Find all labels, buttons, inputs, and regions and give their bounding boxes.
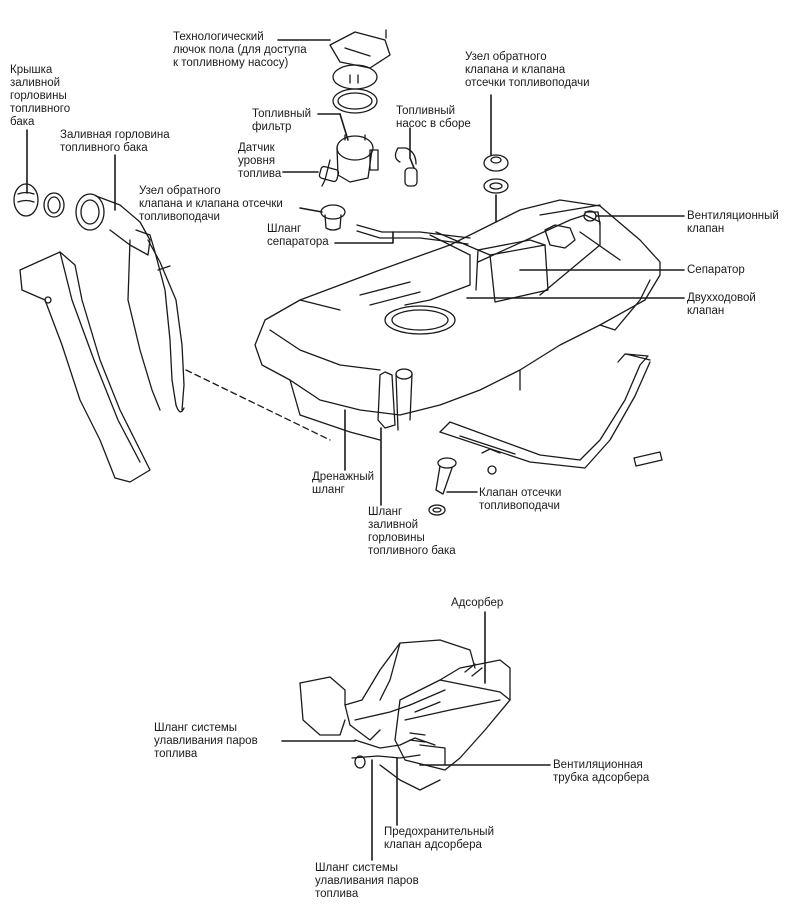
- label-fuel-filter: Топливный фильтр: [252, 108, 312, 133]
- label-vapor-hose-left: Шланг системы улавливания паров топлива: [154, 722, 258, 760]
- fuel-pump-assy-drawing: [394, 147, 418, 187]
- bolt-drawing: [481, 448, 663, 475]
- label-drain-hose: Дренажный шланг: [312, 471, 375, 496]
- label-filler-hose: Шланг заливной горловины топливного бака: [368, 506, 456, 557]
- label-two-way-valve: Двухходовой клапан: [687, 292, 756, 317]
- label-canister-vent-tube: Вентиляционная трубка адсорбера: [553, 759, 650, 784]
- heat-shield-drawing: [19, 251, 151, 483]
- fuel-tank-drawing: [254, 199, 661, 441]
- leader-lines: [26, 39, 685, 861]
- filler-cap-drawing: [13, 183, 65, 218]
- fuel-cutoff-valve-drawing: [428, 457, 457, 516]
- label-fuel-level-sensor: Датчик уровня топлива: [238, 142, 282, 180]
- label-canister-safety-valve: Предохранительный клапан адсорбера: [384, 826, 494, 851]
- label-vapor-hose-bottom: Шланг системы улавливания паров топлива: [315, 862, 419, 900]
- label-service-hatch: Технологический лючок пола (для доступа …: [173, 31, 307, 69]
- service-hatch-drawing: [329, 29, 391, 114]
- top-check-valve-drawing: [483, 154, 509, 194]
- label-filler-cap: Крышка заливной горловины топливного бак…: [10, 64, 71, 128]
- label-fuel-cutoff-valve: Клапан отсечки топливоподачи: [479, 487, 562, 512]
- label-filler-neck: Заливная горловина топливного бака: [60, 129, 170, 154]
- label-separator-hose: Шланг сепаратора: [267, 223, 329, 248]
- filler-neck-drawing: [75, 193, 185, 413]
- label-canister: Адсорбер: [451, 597, 504, 609]
- label-check-cutoff-valve-left: Узел обратного клапана и клапана отсечки…: [139, 185, 283, 223]
- label-fuel-pump-assy: Топливный насос в сборе: [396, 105, 471, 130]
- separator-hose-drawing: [356, 224, 471, 245]
- assembly-pointer-line: [185, 369, 331, 441]
- label-vent-valve: Вентиляционный клапан: [687, 210, 779, 235]
- fuel-pump-module-drawing: [318, 134, 379, 187]
- filler-hose-drawing: [377, 368, 413, 431]
- tank-strap-drawing: [439, 353, 651, 469]
- label-separator: Сепаратор: [687, 264, 745, 276]
- canister-assembly-drawing: [299, 639, 511, 791]
- label-check-cutoff-valve-top: Узел обратного клапана и клапана отсечки…: [465, 51, 590, 89]
